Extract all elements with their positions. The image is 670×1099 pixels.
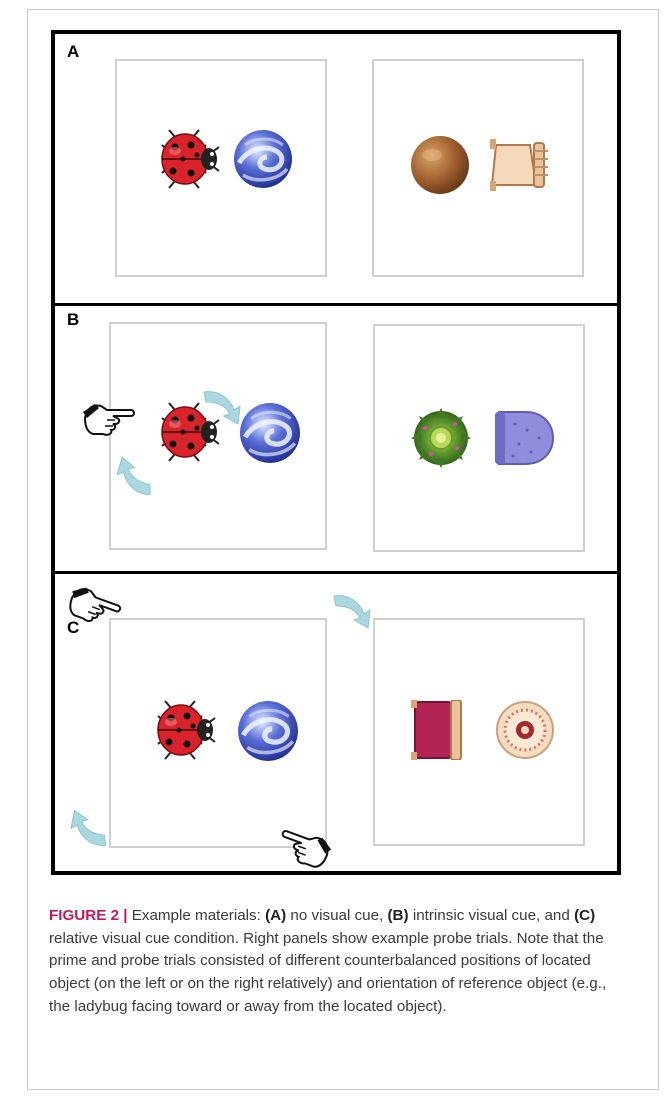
probe-panel-b xyxy=(373,324,585,552)
chair-icon xyxy=(490,135,550,195)
ladybug-icon xyxy=(153,129,221,189)
chair-icon xyxy=(411,700,471,760)
armchair-icon xyxy=(495,408,555,468)
curved-arrow-icon xyxy=(330,590,372,632)
round-clock-icon xyxy=(495,700,555,760)
panel-label-b: B xyxy=(67,310,79,330)
prime-panel-a xyxy=(115,59,327,277)
curved-arrow-icon xyxy=(112,453,161,502)
plant-icon xyxy=(411,408,471,468)
pointing-hand-icon xyxy=(83,396,137,438)
caption-text-3: intrinsic visual cue, and xyxy=(409,907,574,924)
ladybug-icon xyxy=(149,700,217,760)
prime-panel-b xyxy=(109,322,327,550)
curved-arrow-icon xyxy=(67,806,113,852)
caption-ref-c: (C) xyxy=(574,907,595,924)
caption-lead: FIGURE 2 | xyxy=(49,907,128,924)
figure-caption: FIGURE 2 | Example materials: (A) no vis… xyxy=(49,905,629,1018)
probe-panel-a xyxy=(372,59,584,277)
round-table-icon xyxy=(410,135,470,195)
prime-panel-c xyxy=(109,618,327,848)
caption-ref-a: (A) xyxy=(265,907,286,924)
row-a: A xyxy=(55,34,617,303)
row-c: C xyxy=(55,571,617,871)
panel-label-a: A xyxy=(67,42,79,62)
row-b: B xyxy=(55,303,617,571)
curved-arrow-icon xyxy=(200,386,242,428)
figure-2: A B C xyxy=(51,30,621,875)
caption-ref-b: (B) xyxy=(388,907,409,924)
caption-text-1: Example materials: xyxy=(128,907,266,924)
blue-swirl-ball-icon xyxy=(237,700,299,762)
probe-panel-c xyxy=(373,618,585,846)
caption-text-2: no visual cue, xyxy=(286,907,387,924)
blue-swirl-ball-icon xyxy=(233,129,293,189)
caption-text-4: relative visual cue condition. Right pan… xyxy=(49,930,606,1015)
blue-swirl-ball-icon xyxy=(239,402,301,464)
panel-label-c: C xyxy=(67,618,79,638)
